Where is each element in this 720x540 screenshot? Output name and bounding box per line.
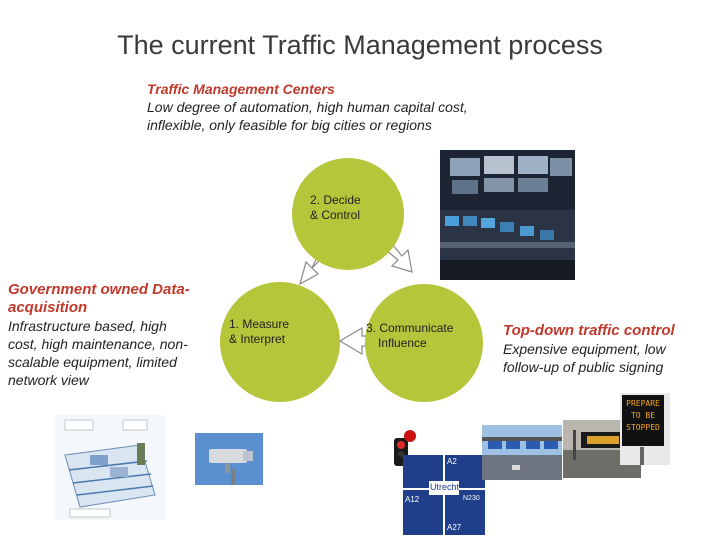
road-sign-left: A12 — [405, 495, 420, 504]
communicate-label-2: Influence — [378, 336, 427, 350]
government-line-4: network view — [8, 372, 89, 388]
measure-circle — [220, 282, 340, 402]
road-sign-right: N230 — [463, 495, 480, 502]
government-heading-2: acquisition — [8, 299, 88, 316]
measure-label-1: 1. Measure — [229, 317, 290, 331]
decide-label: 2. Decide & Control — [310, 193, 361, 223]
road-sign-photo: Utrecht A2 A27 A12 N230 — [403, 455, 485, 535]
tmc-heading: Traffic Management Centers — [147, 81, 335, 97]
government-description: Government owned Data- acquisition Infra… — [8, 281, 218, 389]
communicate-label: 3. Communicate Influence — [366, 321, 453, 351]
communicate-circle — [365, 284, 483, 402]
government-line-2: cost, high maintenance, non- — [8, 336, 188, 352]
motorway-gantry-photo — [482, 425, 562, 480]
decide-label-1: 2. Decide — [310, 193, 361, 207]
vms-sign-display: PREPARE TO BE STOPPED — [622, 395, 664, 446]
page-title: The current Traffic Management process — [117, 30, 603, 60]
decide-circle — [292, 158, 404, 270]
government-line-3: scalable equipment, limited — [8, 354, 177, 370]
government-heading-1: Government owned Data- — [8, 281, 190, 298]
vms-sign-line-1: PREPARE — [626, 399, 660, 408]
topdown-description: Top-down traffic control Expensive equip… — [503, 322, 713, 376]
infrastructure-diagram — [55, 415, 165, 520]
tmc-line-2: inflexible, only feasible for big cities… — [147, 117, 432, 133]
government-line-1: Infrastructure based, high — [8, 318, 167, 334]
road-sign-center: Utrecht — [430, 482, 460, 492]
vms-sign-photo: PREPARE TO BE STOPPED — [620, 393, 670, 465]
topdown-line-2: follow-up of public signing — [503, 359, 664, 375]
decide-label-2: & Control — [310, 208, 361, 222]
measure-label-2: & Interpret — [229, 332, 286, 346]
vms-sign-line-3: STOPPED — [626, 423, 660, 432]
camera-photo — [195, 433, 263, 485]
road-sign-bottom: A27 — [447, 523, 462, 532]
control-room-photo — [440, 150, 575, 280]
tmc-line-1: Low degree of automation, high human cap… — [147, 99, 468, 115]
measure-label: 1. Measure & Interpret — [229, 317, 289, 347]
topdown-line-1: Expensive equipment, low — [503, 341, 666, 357]
communicate-label-1: 3. Communicate — [366, 321, 454, 335]
topdown-heading: Top-down traffic control — [503, 322, 675, 339]
vms-sign-line-2: TO BE — [630, 411, 656, 420]
tmc-description: Traffic Management Centers Low degree of… — [147, 80, 468, 134]
road-sign-top: A2 — [447, 457, 457, 466]
